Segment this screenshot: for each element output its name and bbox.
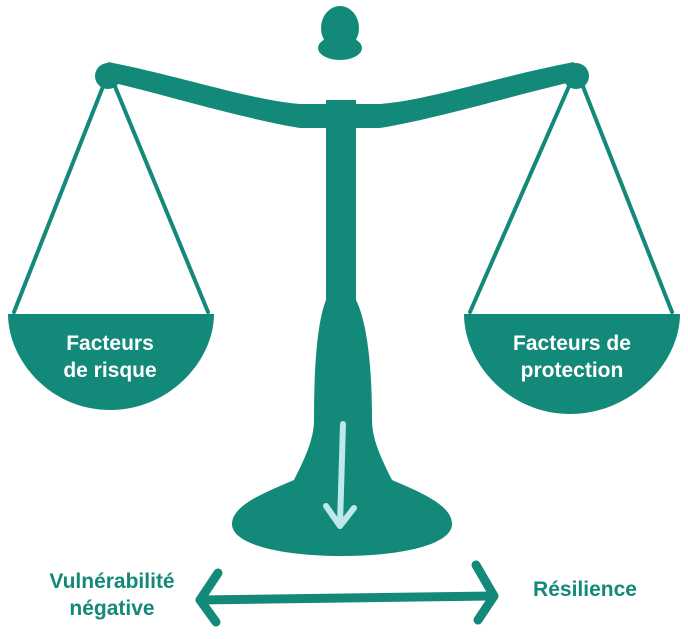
resilience-label: Résilience <box>516 576 654 603</box>
resilience-label-text: Résilience <box>533 578 637 601</box>
central-pillar <box>232 100 452 556</box>
left-pan <box>8 314 214 410</box>
right-pan-label: Facteurs de protection <box>462 330 682 384</box>
down-arrow-icon <box>323 421 357 529</box>
right-pan <box>464 314 680 414</box>
vulnerability-label-line2: négative <box>69 597 155 620</box>
double-headed-arrow-icon <box>195 560 499 627</box>
left-pivot <box>95 63 121 89</box>
vulnerability-label: Vulnérabilité négative <box>22 568 202 622</box>
left-pan-label: Facteurs de risque <box>10 330 210 384</box>
vulnerability-label-line1: Vulnérabilité <box>49 570 175 593</box>
finial <box>318 6 362 60</box>
left-pan-label-line1: Facteurs <box>66 332 154 355</box>
right-pivot <box>563 63 589 89</box>
right-chains <box>468 82 674 314</box>
right-pan-label-line1: Facteurs de <box>513 332 631 355</box>
left-chains <box>12 82 210 314</box>
right-pan-label-line2: protection <box>520 359 624 382</box>
left-pan-label-line2: de risque <box>63 359 157 382</box>
